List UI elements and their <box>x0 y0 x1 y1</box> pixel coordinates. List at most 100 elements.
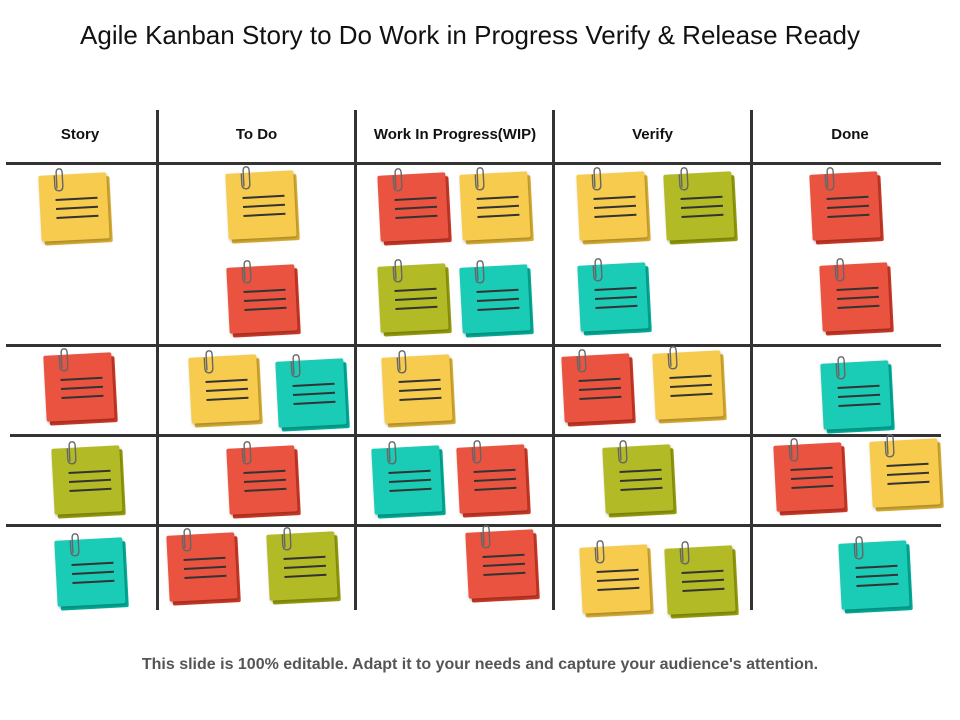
grid-line-row-1 <box>6 344 941 347</box>
sticky-note-red[interactable] <box>43 348 118 426</box>
paperclip-icon <box>241 260 252 284</box>
sticky-note-teal[interactable] <box>820 356 895 434</box>
note-text-line <box>790 466 833 471</box>
sticky-note-yellow[interactable] <box>225 166 300 244</box>
sticky-note-yellow[interactable] <box>579 540 654 618</box>
paperclip-icon <box>884 434 895 458</box>
sticky-note-face <box>819 262 891 332</box>
sticky-note-face <box>371 445 443 515</box>
note-text-line <box>826 204 869 209</box>
grid-line-row-2 <box>10 434 941 437</box>
sticky-note-green[interactable] <box>663 167 738 245</box>
note-text-line <box>620 486 663 491</box>
note-text-line <box>60 376 103 381</box>
note-text-line <box>283 555 326 560</box>
note-text-line <box>399 396 442 401</box>
sticky-note-yellow[interactable] <box>576 167 651 245</box>
paperclip-icon <box>853 536 864 560</box>
paperclip-icon <box>835 356 846 380</box>
note-text-line <box>395 305 438 310</box>
note-text-line <box>55 196 98 201</box>
note-text-line <box>398 387 441 392</box>
paperclip-icon <box>392 168 403 192</box>
sticky-note-red[interactable] <box>773 438 848 516</box>
sticky-note-face <box>226 445 298 515</box>
note-text-line <box>681 578 724 583</box>
sticky-note-face <box>576 171 648 241</box>
note-text-line <box>394 205 437 210</box>
note-text-line <box>477 306 520 311</box>
sticky-note-red[interactable] <box>226 441 301 519</box>
note-text-line <box>205 378 248 383</box>
note-text-line <box>836 286 879 291</box>
sticky-note-green[interactable] <box>377 259 452 337</box>
sticky-note-green[interactable] <box>602 440 677 518</box>
paperclip-icon <box>392 259 403 283</box>
sticky-note-yellow[interactable] <box>381 350 456 428</box>
slide-title: Agile Kanban Story to Do Work in Progres… <box>80 20 860 50</box>
column-header-done: Done <box>831 126 869 143</box>
sticky-note-red[interactable] <box>166 528 241 606</box>
sticky-note-red[interactable] <box>377 168 452 246</box>
note-text-line <box>482 553 525 558</box>
note-text-line <box>669 374 712 379</box>
note-text-line <box>243 288 286 293</box>
sticky-note-face <box>809 171 881 241</box>
note-text-line <box>476 288 519 293</box>
note-text-line <box>284 573 327 578</box>
sticky-note-face <box>602 444 674 514</box>
sticky-note-face <box>663 171 735 241</box>
sticky-note-teal[interactable] <box>275 354 350 432</box>
paperclip-icon <box>181 528 192 552</box>
sticky-note-green[interactable] <box>51 441 126 519</box>
sticky-note-face <box>275 358 347 428</box>
sticky-note-red[interactable] <box>561 349 636 427</box>
sticky-note-red[interactable] <box>465 525 540 603</box>
sticky-note-yellow[interactable] <box>38 168 113 246</box>
sticky-note-face <box>381 354 453 424</box>
sticky-note-red[interactable] <box>226 260 301 338</box>
sticky-note-face <box>38 172 110 242</box>
note-text-line <box>680 195 723 200</box>
note-text-line <box>71 561 114 566</box>
column-header-to-do: To Do <box>235 126 278 143</box>
note-text-line <box>242 194 285 199</box>
note-text-line <box>243 469 286 474</box>
paperclip-icon <box>396 350 407 374</box>
paperclip-icon <box>240 166 251 190</box>
grid-divider-1 <box>156 110 159 610</box>
paperclip-icon <box>594 540 605 564</box>
sticky-note-teal[interactable] <box>371 441 446 519</box>
sticky-note-green[interactable] <box>664 541 739 619</box>
note-text-line <box>205 387 248 392</box>
sticky-note-red[interactable] <box>809 167 884 245</box>
note-text-line <box>71 570 114 575</box>
note-text-line <box>183 565 226 570</box>
sticky-note-teal[interactable] <box>838 536 913 614</box>
sticky-note-teal[interactable] <box>54 533 129 611</box>
note-text-line <box>837 384 880 389</box>
paperclip-icon <box>281 527 292 551</box>
note-text-line <box>60 385 103 390</box>
note-text-line <box>292 382 335 387</box>
sticky-note-face <box>459 171 531 241</box>
sticky-note-yellow[interactable] <box>869 434 944 512</box>
paperclip-icon <box>53 168 64 192</box>
note-text-line <box>474 486 517 491</box>
paperclip-icon <box>592 258 603 282</box>
sticky-note-red[interactable] <box>819 258 894 336</box>
sticky-note-face <box>188 354 260 424</box>
sticky-note-red[interactable] <box>456 440 531 518</box>
footer-note: This slide is 100% editable. Adapt it to… <box>141 656 819 673</box>
sticky-note-yellow[interactable] <box>652 346 727 424</box>
sticky-note-yellow[interactable] <box>459 167 534 245</box>
note-text-line <box>826 195 869 200</box>
note-text-line <box>855 573 898 578</box>
note-text-line <box>394 196 437 201</box>
sticky-note-teal[interactable] <box>577 258 652 336</box>
sticky-note-teal[interactable] <box>459 260 534 338</box>
sticky-note-green[interactable] <box>266 527 341 605</box>
sticky-note-yellow[interactable] <box>188 350 263 428</box>
column-header-verify: Verify <box>632 126 673 143</box>
paperclip-icon <box>386 441 397 465</box>
